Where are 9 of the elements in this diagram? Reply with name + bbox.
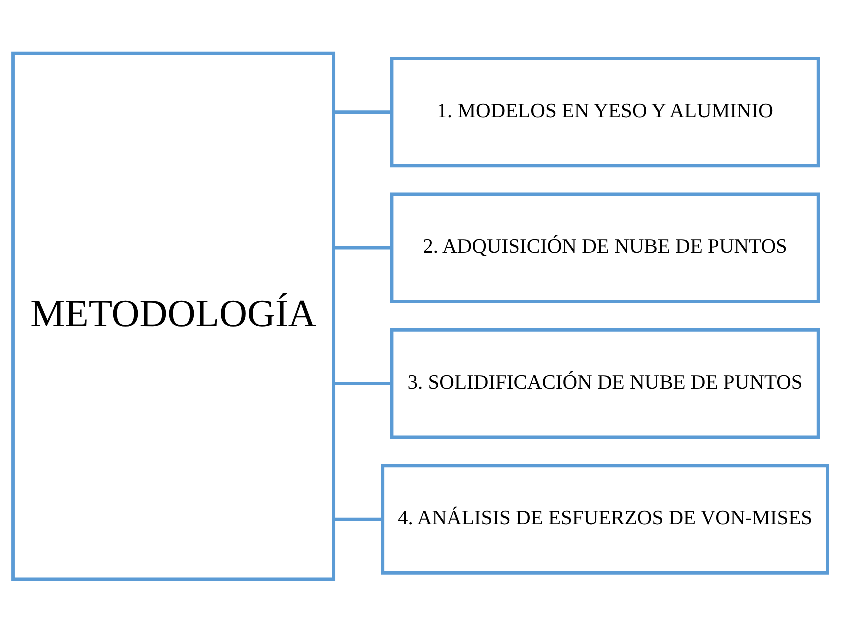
connector xyxy=(334,518,383,522)
connector xyxy=(334,110,392,114)
node-box: METODOLOGÍA xyxy=(12,52,336,582)
connector xyxy=(334,246,392,250)
node-box: 3. SOLIDIFICACIÓN DE NUBE DE PUNTOS xyxy=(390,328,820,440)
node-box: 4. ANÁLISIS DE ESFUERZOS DE VON-MISES xyxy=(381,464,830,575)
node-box: 1. MODELOS EN YESO Y ALUMINIO xyxy=(390,56,820,168)
connector xyxy=(334,382,392,386)
node-box: 2. ADQUISICIÓN DE NUBE DE PUNTOS xyxy=(390,192,820,304)
